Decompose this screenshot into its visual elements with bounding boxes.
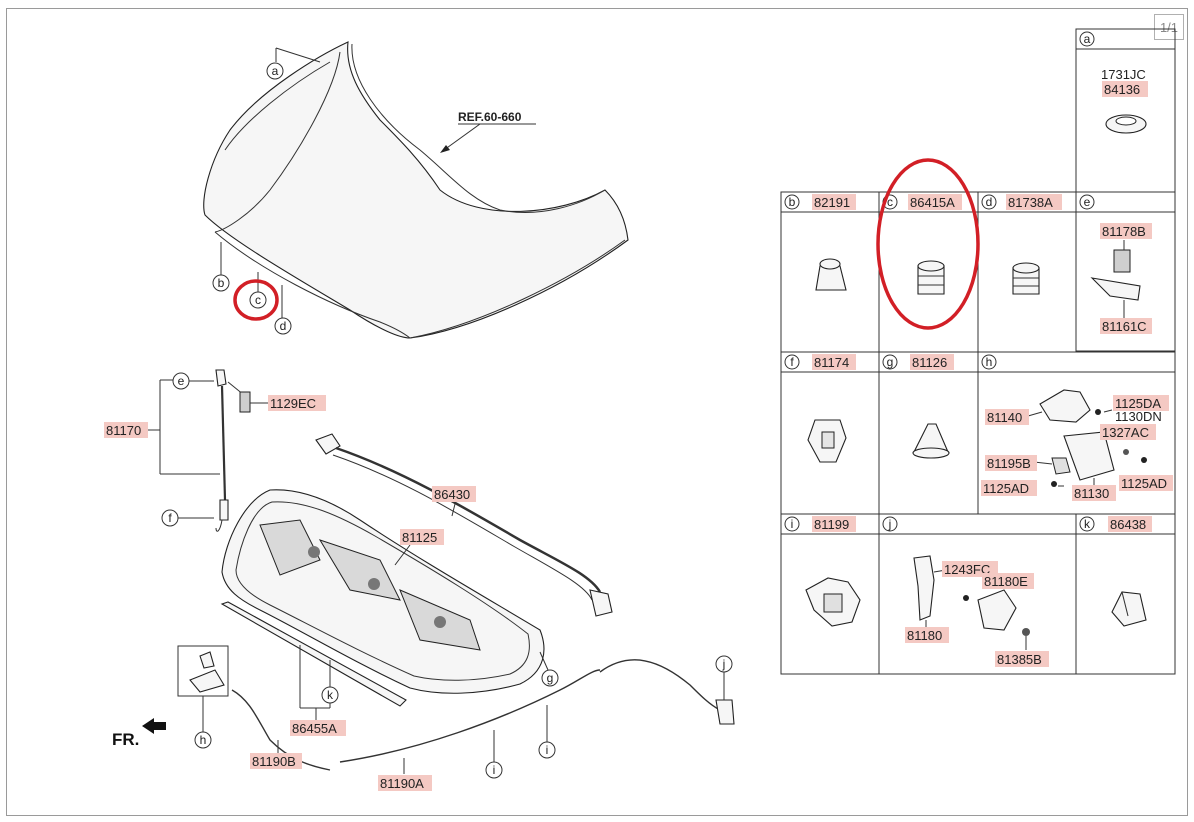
callout-b-hood[interactable]: b [212, 242, 230, 292]
label-81190a[interactable]: 81190A [378, 775, 432, 791]
page-indicator[interactable]: 1/1 [1154, 14, 1184, 40]
svg-text:86455A: 86455A [292, 721, 337, 736]
svg-text:81190A: 81190A [380, 776, 424, 791]
svg-text:81190B: 81190B [252, 754, 296, 769]
callout-i-letter-2: i [493, 763, 496, 777]
callout-g-letter: g [547, 671, 554, 685]
cell-h-p3: 1130DN [1115, 409, 1162, 424]
cell-h-p1: 81140 [987, 410, 1022, 425]
svg-text:81170: 81170 [106, 423, 141, 438]
label-1129ec[interactable]: 1129EC [268, 395, 326, 411]
cell-e-bottom: 81161C [1102, 319, 1147, 334]
callout-e-letter: e [178, 374, 185, 388]
cell-d-letter: d [986, 195, 993, 209]
cell-j-p3: 81180 [907, 628, 942, 643]
callout-c-letter: c [255, 293, 261, 307]
label-81190b[interactable]: 81190B [250, 753, 302, 769]
table-cell-f[interactable]: f 81174 [784, 354, 856, 463]
cell-h-p7: 81130 [1074, 486, 1109, 501]
cell-b-letter: b [789, 195, 796, 209]
cell-h-p2: 1125DA [1115, 396, 1161, 411]
ref-callout: REF.60-660 [440, 110, 536, 153]
callout-a-letter: a [272, 64, 279, 78]
cell-k-part: 86438 [1110, 517, 1146, 532]
cell-e-top: 81178B [1102, 224, 1146, 239]
cell-a-sub: 1731JC [1101, 67, 1146, 82]
callout-b-letter: b [218, 276, 225, 290]
release-handle-group: h j i i [177, 645, 735, 779]
seal-strip: k [220, 601, 407, 720]
cell-f-letter: f [790, 355, 794, 369]
svg-text:81125: 81125 [402, 530, 437, 545]
cell-i-part: 81199 [814, 517, 849, 532]
front-direction: FR. [112, 718, 166, 749]
label-81170[interactable]: 81170 [104, 422, 148, 438]
callout-d-hood[interactable]: d [274, 285, 292, 335]
weatherstrip [315, 433, 613, 617]
cell-i-letter: i [791, 517, 794, 531]
hood-stay-rod: e f [148, 369, 268, 532]
front-arrow-icon [142, 718, 166, 734]
table-cell-i[interactable]: i 81199 [784, 516, 861, 627]
callout-a-hood[interactable]: a [266, 47, 321, 80]
svg-text:86430: 86430 [434, 487, 470, 502]
cell-h-p5: 81195B [987, 456, 1031, 471]
cell-h-letter: h [986, 355, 993, 369]
cell-d-part: 81738A [1008, 195, 1053, 210]
callout-d-letter: d [280, 319, 287, 333]
front-label: FR. [112, 730, 139, 749]
cell-a-letter: a [1084, 32, 1091, 46]
cell-j-p2: 81180E [984, 574, 1028, 589]
callout-c-hood[interactable]: c [233, 272, 279, 321]
label-86455a[interactable]: 86455A [290, 720, 346, 736]
cell-g-part: 81126 [912, 355, 947, 370]
callout-j-letter-main: j [722, 657, 726, 671]
callout-k-letter: k [327, 688, 334, 702]
table-cell-a[interactable]: a 1731JC 84136 [1079, 31, 1148, 134]
svg-text:1129EC: 1129EC [270, 396, 316, 411]
hood-panel [203, 41, 629, 339]
cell-c-part: 86415A [910, 195, 955, 210]
table-cell-h[interactable]: h 81140 1125DA 1130DN 1327AC 81195B 1125… [981, 354, 1173, 501]
insulator-pad: g [221, 489, 559, 694]
cell-h-p4: 1327AC [1102, 425, 1149, 440]
cell-a-part: 84136 [1104, 82, 1140, 97]
table-cell-c[interactable]: c 86415A [876, 158, 980, 330]
table-cell-b[interactable]: b 82191 [784, 194, 856, 291]
label-81125[interactable]: 81125 [400, 529, 444, 545]
cell-g-letter: g [887, 355, 894, 369]
diagram-frame [6, 8, 1188, 816]
callout-i-letter-1: i [546, 743, 549, 757]
cell-j-p4: 81385B [997, 652, 1042, 667]
table-cell-k[interactable]: k 86438 [1079, 516, 1152, 627]
cell-e-letter: e [1084, 195, 1091, 209]
cell-f-part: 81174 [814, 355, 849, 370]
table-cell-j[interactable]: j 1243FC 81180E 81180 81385B [882, 516, 1049, 667]
highlight-circle-c [233, 279, 279, 321]
cell-c-letter: c [887, 195, 893, 209]
cell-h-p8: 1125AD [1121, 476, 1167, 491]
cell-j-letter: j [888, 517, 892, 531]
cell-h-p6: 1125AD [983, 481, 1029, 496]
label-86430[interactable]: 86430 [432, 486, 476, 502]
cell-b-part: 82191 [814, 195, 850, 210]
callout-f-letter: f [168, 511, 172, 525]
highlight-circle-86415a [876, 158, 980, 330]
callout-h-letter-left: h [200, 733, 207, 747]
ref-label: REF.60-660 [458, 110, 522, 124]
cell-k-letter: k [1084, 517, 1091, 531]
table-cell-e[interactable]: e 81178B 81161C [1079, 194, 1152, 334]
table-cell-d[interactable]: d 81738A [981, 194, 1062, 295]
cell-j-p1: 1243FC [944, 562, 990, 577]
table-cell-g[interactable]: g 81126 [882, 354, 954, 459]
